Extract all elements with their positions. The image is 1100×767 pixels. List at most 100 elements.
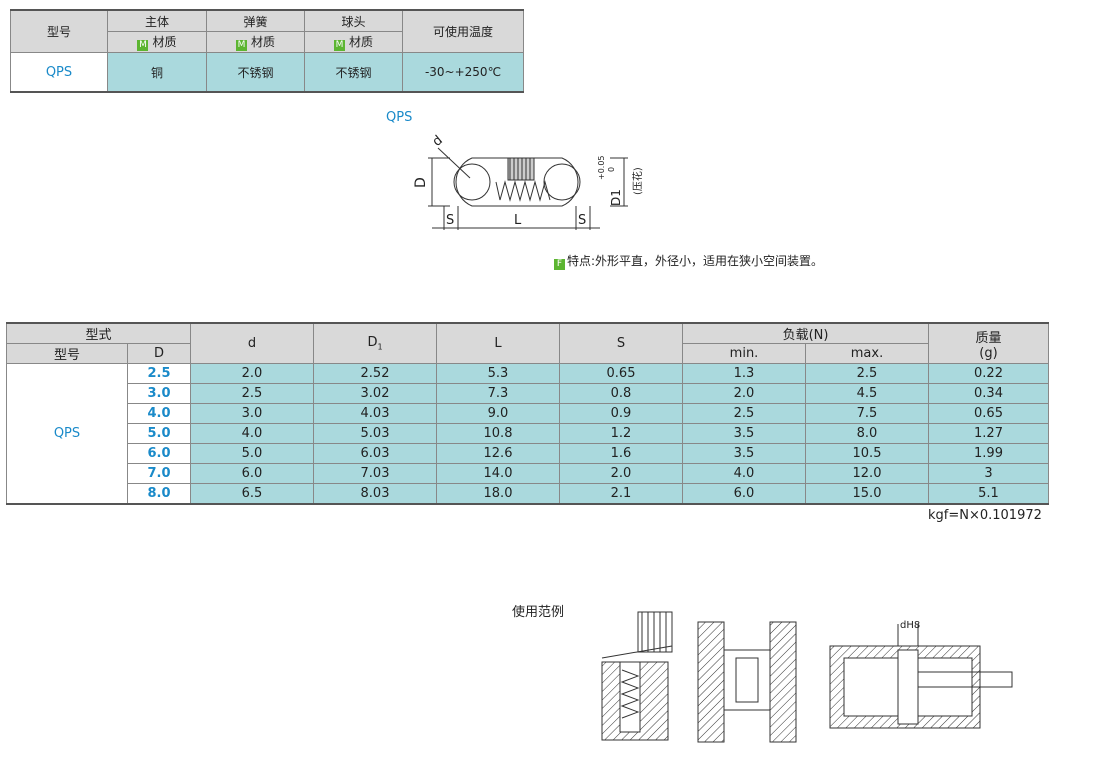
material-badge-icon: M [137,40,149,51]
value-cell: 3.0 [190,403,314,424]
value-cell: 2.5 [682,403,806,424]
D-cell: 4.0 [127,403,191,424]
header-max: max. [805,343,929,364]
value-cell: 6.0 [190,463,314,484]
value-cell: 1.99 [928,443,1049,464]
header-type: 型式 [6,322,191,344]
value-cell: 4.0 [190,423,314,444]
value-cell: 4.0 [682,463,806,484]
value-cell: 15.0 [805,483,929,505]
label-tol-low: 0 [607,167,616,172]
header-D: D [127,343,191,364]
value-cell: 5.3 [436,363,560,384]
label-L: L [514,213,522,228]
value-cell: 1.27 [928,423,1049,444]
value-cell: 12.6 [436,443,560,464]
value-cell: 0.65 [559,363,683,384]
value-cell: 6.03 [313,443,437,464]
value-cell: 2.0 [190,363,314,384]
value-cell: 3.5 [682,423,806,444]
value-cell: 2.1 [559,483,683,505]
feature-badge-icon: F [554,259,565,270]
value-cell: 4.03 [313,403,437,424]
label-note: (压花) [631,167,644,195]
D-cell: 3.0 [127,383,191,404]
label-D1: D1 [609,189,623,206]
value-cell: 10.8 [436,423,560,444]
label-D: D [413,177,429,188]
D-cell: 6.0 [127,443,191,464]
header-S: S [559,322,683,364]
value-cell: 0.65 [928,403,1049,424]
spec-table: 型式 d D1 L S 负载(N) 质量(g) 型号 D min. max. Q… [6,322,1049,505]
header-min: min. [682,343,806,364]
value-cell: 3.02 [313,383,437,404]
D-cell: 8.0 [127,483,191,505]
value-cell: 1.2 [559,423,683,444]
value-cell: 0.22 [928,363,1049,384]
spring-material: 不锈钢 [206,52,305,93]
header-mass: 质量(g) [928,322,1049,364]
value-cell: 8.03 [313,483,437,505]
value-cell: 1.3 [682,363,806,384]
header-temp: 可使用温度 [402,9,524,53]
body-material: 铜 [107,52,207,93]
header-load: 负载(N) [682,322,929,344]
header-model: 型号 [10,9,108,53]
usage-examples-drawing: dH8 [601,611,1013,743]
value-cell: 6.5 [190,483,314,505]
value-cell: 2.5 [190,383,314,404]
material-badge-icon: M [333,40,345,51]
header-D1: D1 [313,322,437,364]
value-cell: 5.1 [928,483,1049,505]
value-cell: 10.5 [805,443,929,464]
value-cell: 18.0 [436,483,560,505]
value-cell: 3 [928,463,1049,484]
value-cell: 0.9 [559,403,683,424]
model-cell: QPS [6,363,128,505]
value-cell: 7.03 [313,463,437,484]
value-cell: 12.0 [805,463,929,484]
feature-text: 特点:外形平直，外径小，适用在狭小空间装置。 [567,254,824,268]
temp-range: -30~+250℃ [402,52,524,93]
D-cell: 5.0 [127,423,191,444]
value-cell: 2.0 [682,383,806,404]
value-cell: 8.0 [805,423,929,444]
label-S-right: S [578,213,586,228]
value-cell: 9.0 [436,403,560,424]
value-cell: 4.5 [805,383,929,404]
value-cell: 5.0 [190,443,314,464]
label-d: d [430,133,446,150]
value-cell: 0.34 [928,383,1049,404]
header-spring: 弹簧 [206,9,305,32]
header-L: L [436,322,560,364]
value-cell: 5.03 [313,423,437,444]
conversion-note: kgf=N×0.101972 [928,508,1042,523]
header-body: 主体 [107,9,207,32]
value-cell: 2.5 [805,363,929,384]
value-cell: 1.6 [559,443,683,464]
D-cell: 2.5 [127,363,191,384]
model-cell: QPS [10,52,108,93]
examples-title: 使用范例 [512,605,565,620]
D-cell: 7.0 [127,463,191,484]
value-cell: 0.8 [559,383,683,404]
value-cell: 7.5 [805,403,929,424]
material-badge-icon: M [235,40,247,51]
value-cell: 6.0 [682,483,806,505]
header-model: 型号 [6,343,128,364]
label-tol-up: +0.05 [597,155,606,180]
plunger-drawing: d D S S L D1 +0.05 0 (压花) [413,133,644,230]
value-cell: 3.5 [682,443,806,464]
label-S-left: S [446,213,454,228]
